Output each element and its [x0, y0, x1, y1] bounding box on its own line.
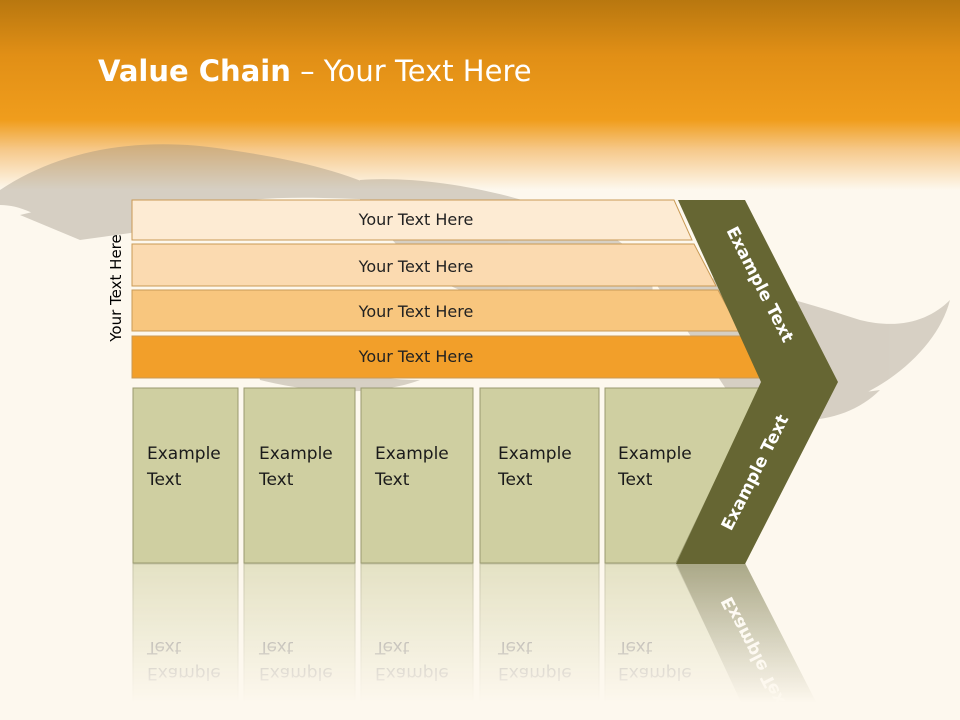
bar-1	[131, 199, 693, 241]
bars-group: Your Text Here Your Text Here Your Text …	[131, 199, 765, 379]
title-bold: Value Chain	[98, 54, 291, 88]
svg-text:ExampleText: ExampleText	[258, 637, 333, 683]
box-2	[243, 387, 356, 564]
svg-text:ExampleText: ExampleText	[617, 637, 692, 683]
box-1	[132, 387, 239, 564]
bar-4-label: Your Text Here	[358, 347, 474, 366]
slide-title: Value Chain – Your Text Here	[98, 54, 532, 88]
reflection: ExampleText ExampleText ExampleText Exam…	[132, 563, 826, 720]
svg-text:ExampleText: ExampleText	[497, 637, 572, 683]
header-band	[0, 0, 960, 190]
svg-text:ExampleText: ExampleText	[374, 637, 449, 683]
box-3	[360, 387, 474, 564]
bar-2-label: Your Text Here	[358, 257, 474, 276]
bar-2	[131, 243, 717, 287]
bar-3-label: Your Text Here	[358, 302, 474, 321]
svg-text:ExampleText: ExampleText	[146, 637, 221, 683]
title-rest: – Your Text Here	[290, 54, 532, 88]
box-4	[479, 387, 600, 564]
chevron-arrow	[676, 200, 838, 564]
bar-1-label: Your Text Here	[358, 210, 474, 229]
